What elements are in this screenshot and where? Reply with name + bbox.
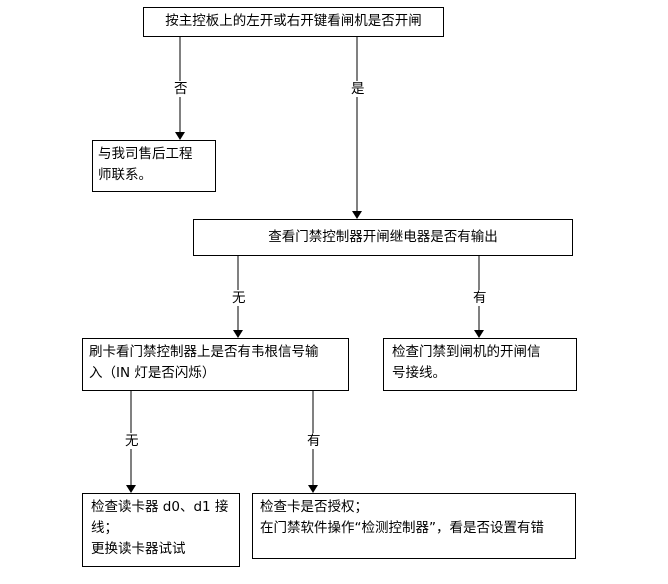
node-reader-line-3: 更换读卡器试试 <box>91 541 186 557</box>
edge-label-none-1: 无 <box>231 290 247 306</box>
node-start: 按主控板上的左开或右开键看闸机是否开闸 <box>143 7 444 37</box>
node-check-wire-line-2: 号接线。 <box>392 365 446 381</box>
node-swipe-line-2: 入（IN 灯是否闪烁） <box>89 365 216 381</box>
edge-label-none-2: 无 <box>124 433 140 449</box>
node-contact-line-1: 与我司售后工程 <box>98 146 193 162</box>
node-contact: 与我司售后工程 师联系。 <box>92 140 216 192</box>
node-check-wire-line-1: 检查门禁到闸机的开闸信 <box>392 344 541 360</box>
node-reader: 检查读卡器 d0、d1 接 线； 更换读卡器试试 <box>82 493 240 567</box>
node-check-wire: 检查门禁到闸机的开闸信 号接线。 <box>383 338 577 391</box>
node-auth-line-2: 在门禁软件操作“检测控制器”，看是否设置有错 <box>260 520 544 536</box>
edge-label-has-1: 有 <box>472 290 488 306</box>
node-auth-line-1: 检查卡是否授权； <box>260 499 368 515</box>
edge-label-yes: 是 <box>350 81 366 97</box>
node-check-output-text: 查看门禁控制器开闸继电器是否有输出 <box>268 229 498 245</box>
edge-label-no: 否 <box>173 81 189 97</box>
node-auth: 检查卡是否授权； 在门禁软件操作“检测控制器”，看是否设置有错 <box>252 493 576 559</box>
node-reader-line-1: 检查读卡器 d0、d1 接 <box>91 499 229 515</box>
node-swipe: 刷卡看门禁控制器上是否有韦根信号输 入（IN 灯是否闪烁） <box>82 338 349 391</box>
node-start-text: 按主控板上的左开或右开键看闸机是否开闸 <box>165 13 422 29</box>
node-reader-line-2: 线； <box>91 520 118 536</box>
node-contact-line-2: 师联系。 <box>98 167 152 183</box>
edge-label-has-2: 有 <box>306 433 322 449</box>
node-swipe-line-1: 刷卡看门禁控制器上是否有韦根信号输 <box>89 344 319 360</box>
node-check-output: 查看门禁控制器开闸继电器是否有输出 <box>193 219 573 256</box>
